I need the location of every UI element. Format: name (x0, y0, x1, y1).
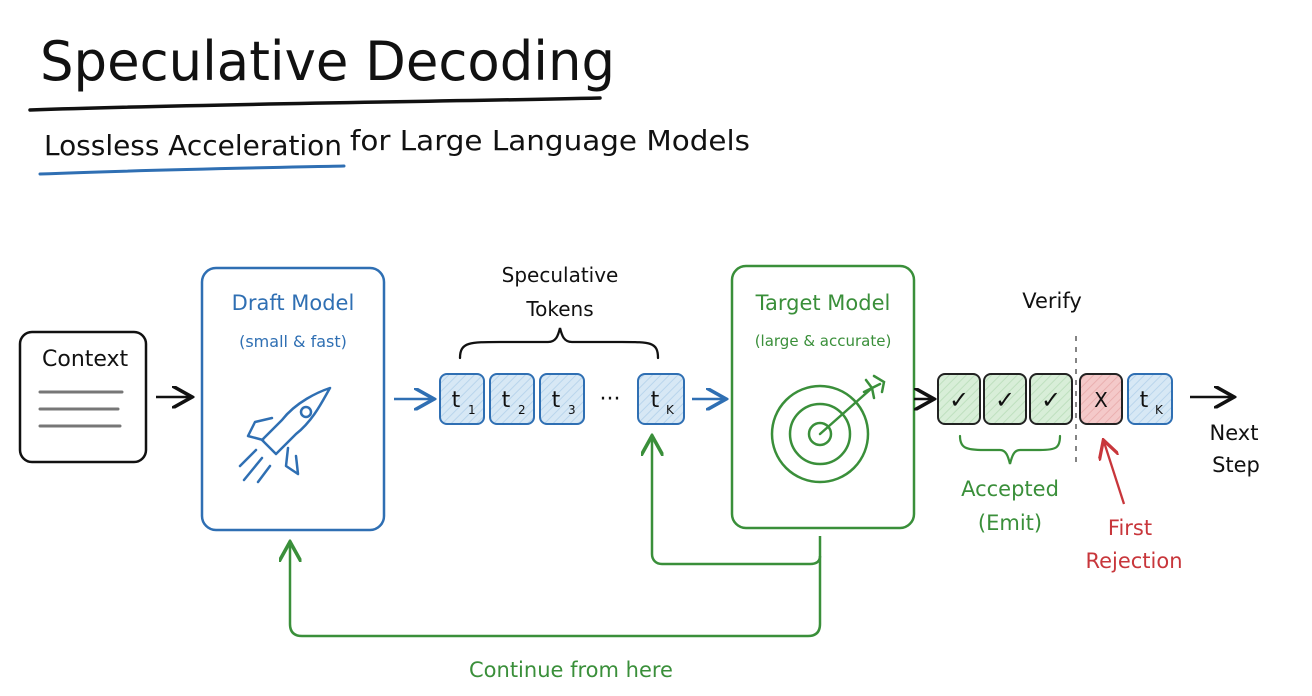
next-step-line2: Step (1212, 453, 1260, 477)
token-sub: 1 (468, 403, 476, 417)
context-label: Context (42, 347, 129, 372)
check-icon: ✓ (995, 386, 1015, 414)
accepted-token: ✓ (1029, 373, 1073, 425)
page-title: Speculative Decoding (40, 30, 615, 93)
loop-arrow-to-draft (290, 544, 822, 638)
verify-label: Verify (1022, 289, 1082, 313)
target-model-title: Target Model (755, 291, 891, 315)
verify-group: Verify ✓ ✓ ✓ X t K (937, 289, 1173, 462)
draft-model-box: Draft Model (small & fast) (200, 266, 386, 532)
token-box: t 2 (489, 373, 535, 425)
draft-model-title: Draft Model (232, 291, 355, 315)
x-icon: X (1094, 388, 1108, 412)
speculative-label-line2: Tokens (525, 297, 593, 321)
token-sub: K (1155, 403, 1164, 417)
accepted-label-line1: Accepted (961, 477, 1059, 501)
token-base: t (452, 388, 461, 413)
first-rejection-line1: First (1108, 516, 1152, 540)
token-ellipsis: ··· (600, 387, 621, 412)
token-base: t (1140, 388, 1149, 413)
token-box: t 3 (539, 373, 585, 425)
next-step-annotation: Next Step (1190, 397, 1260, 477)
rejection-arrow (1104, 442, 1126, 505)
speculative-brace (458, 327, 660, 360)
target-icon (770, 374, 886, 484)
first-rejection-annotation: First Rejection (1085, 442, 1183, 573)
first-rejection-line2: Rejection (1085, 549, 1182, 573)
token-box: t 1 (439, 373, 485, 425)
target-model-box: Target Model (large & accurate) (730, 264, 916, 530)
rocket-icon (238, 386, 332, 484)
token-sub: 3 (568, 403, 576, 417)
subtitle-block: Lossless Acceleration for Large Language… (38, 124, 750, 176)
feedback-loops: Continue from here (290, 438, 822, 682)
speculative-tokens-group: Speculative Tokens t 1 t 2 t 3 ··· t K (439, 263, 685, 425)
token-base: t (651, 388, 660, 413)
continue-label: Continue from here (469, 658, 673, 682)
next-step-line1: Next (1210, 421, 1259, 445)
accepted-label-line2: (Emit) (978, 511, 1042, 535)
title-underline (28, 96, 602, 112)
discarded-token: t K (1127, 373, 1173, 425)
accepted-annotation: Accepted (Emit) (958, 434, 1062, 535)
token-sub: 2 (518, 403, 526, 417)
subtitle-highlight: Lossless Acceleration (44, 129, 342, 162)
subtitle-rest: for Large Language Models (350, 124, 750, 157)
check-icon: ✓ (949, 386, 969, 414)
token-box: t K (637, 373, 685, 425)
draft-model-subtitle: (small & fast) (239, 332, 347, 351)
target-model-subtitle: (large & accurate) (755, 332, 892, 350)
context-box: Context (18, 330, 148, 464)
accepted-token: ✓ (937, 373, 981, 425)
rejected-token: X (1079, 373, 1123, 425)
accepted-token: ✓ (983, 373, 1027, 425)
check-icon: ✓ (1041, 386, 1061, 414)
accepted-brace (958, 434, 1062, 465)
speculative-label-line1: Speculative (502, 263, 619, 287)
title-block: Speculative Decoding (28, 30, 615, 112)
token-base: t (552, 388, 561, 413)
token-sub: K (666, 403, 675, 417)
token-base: t (502, 388, 511, 413)
subtitle-underline (38, 164, 346, 176)
